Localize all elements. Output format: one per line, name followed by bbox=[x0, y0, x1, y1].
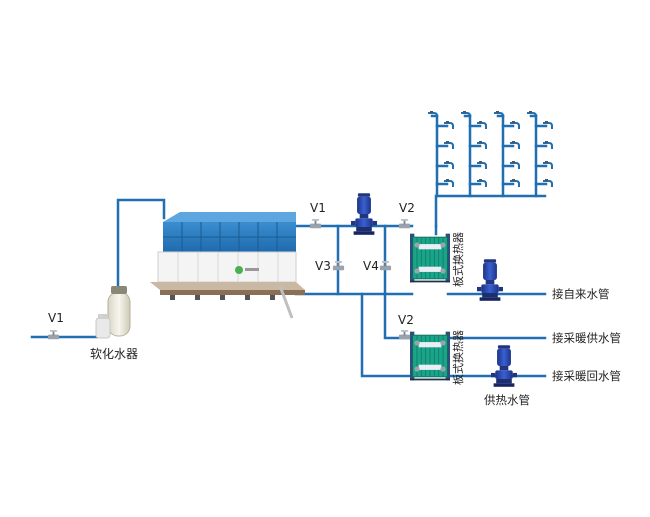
valve-icon[interactable] bbox=[309, 219, 322, 229]
valve-icon[interactable] bbox=[47, 330, 60, 340]
water-tank-icon bbox=[150, 212, 305, 319]
labels: V1 软化水器 V1 V2 V3 V4 V2 板式换热器 板式换热器 接自来水管… bbox=[48, 201, 621, 407]
pipe-manifold-main bbox=[434, 194, 547, 228]
label-valve-v3: V3 bbox=[315, 259, 331, 273]
plate-heat-exchanger-icon bbox=[410, 331, 450, 381]
valve-icon[interactable] bbox=[379, 261, 392, 271]
pump-icon bbox=[491, 345, 517, 387]
label-valve-v4: V4 bbox=[363, 259, 379, 273]
label-valve-v2-bottom: V2 bbox=[398, 313, 414, 327]
label-hex-bottom: 板式换热器 bbox=[451, 330, 465, 385]
label-softener: 软化水器 bbox=[90, 347, 138, 361]
valve-icon[interactable] bbox=[332, 261, 345, 271]
label-tap-water: 接自来水管 bbox=[552, 287, 610, 301]
pipe-softener-to-tank bbox=[116, 198, 166, 308]
label-valve-v1: V1 bbox=[310, 201, 326, 215]
valve-icon[interactable] bbox=[398, 219, 411, 229]
plate-heat-exchanger-icon bbox=[410, 233, 450, 283]
valve-icon[interactable] bbox=[398, 330, 411, 340]
label-valve-v2-top: V2 bbox=[399, 201, 415, 215]
pump-icon bbox=[351, 193, 377, 235]
label-heating-pump: 供热水管 bbox=[484, 393, 530, 407]
taps bbox=[428, 111, 553, 188]
water-softener-icon bbox=[95, 286, 131, 339]
pipes bbox=[30, 114, 548, 378]
label-heating-supply: 接采暖供水管 bbox=[552, 331, 621, 345]
pipe-lower-branch bbox=[360, 292, 414, 378]
label-heating-return: 接采暖回水管 bbox=[552, 369, 621, 383]
label-hex-top: 板式换热器 bbox=[451, 232, 465, 287]
label-valve-softener: V1 bbox=[48, 311, 64, 325]
manifold-branches bbox=[430, 114, 548, 186]
